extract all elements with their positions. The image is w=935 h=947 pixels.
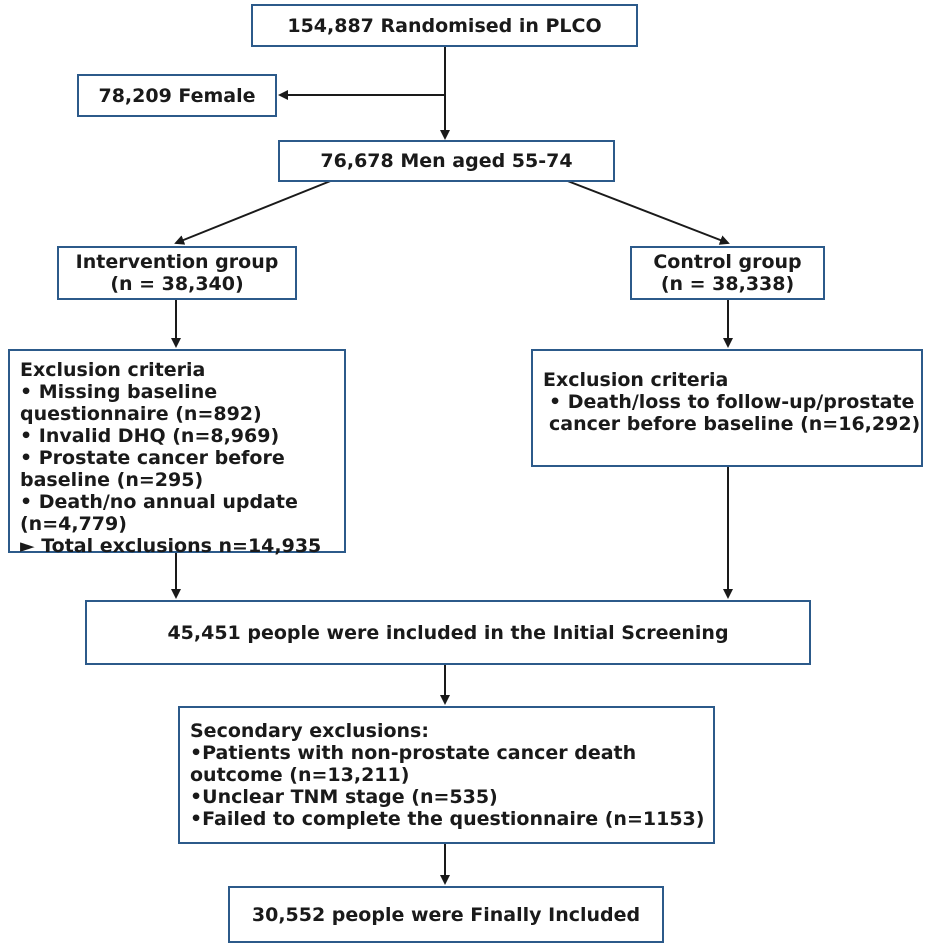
arrow-men-to-control <box>564 179 730 245</box>
control-exclusion-line: Exclusion criteria <box>543 369 729 391</box>
secondary-exclusion-line: •Failed to complete the questionnaire (n… <box>190 808 705 830</box>
control-box: Control group (n = 38,338) <box>630 246 825 300</box>
secondary-exclusion-line: •Patients with non-prostate cancer death <box>190 742 637 764</box>
intervention-exclusion-line: • Prostate cancer before <box>20 447 285 469</box>
initial-screening-box: 45,451 people were included in the Initi… <box>85 600 811 665</box>
randomised-label: 154,887 Randomised in PLCO <box>287 14 602 37</box>
intervention-exclusion-line: questionnaire (n=892) <box>20 403 262 425</box>
intervention-exclusion-line: • Missing baseline <box>20 381 218 403</box>
intervention-box: Intervention group (n = 38,340) <box>57 246 297 300</box>
arrow-men-to-intervention <box>174 179 334 245</box>
men-box: 76,678 Men aged 55-74 <box>278 140 615 182</box>
intervention-exclusion-line: Exclusion criteria <box>20 359 206 381</box>
control-n: (n = 38,338) <box>660 273 795 295</box>
secondary-exclusion-line: Secondary exclusions: <box>190 720 429 742</box>
control-title: Control group <box>653 251 802 273</box>
men-label: 76,678 Men aged 55-74 <box>320 150 573 172</box>
intervention-title: Intervention group <box>75 251 279 273</box>
secondary-exclusion-line: •Unclear TNM stage (n=535) <box>190 786 498 808</box>
female-box: 78,209 Female <box>77 74 277 117</box>
secondary-exclusion-box: Secondary exclusions: •Patients with non… <box>178 706 715 844</box>
intervention-exclusion-line: • Death/no annual update <box>20 491 298 513</box>
intervention-exclusion-line: • Invalid DHQ (n=8,969) <box>20 425 280 447</box>
female-label: 78,209 Female <box>98 84 256 107</box>
intervention-n: (n = 38,340) <box>110 273 244 295</box>
control-exclusion-box: Exclusion criteria • Death/loss to follo… <box>531 349 923 467</box>
intervention-exclusion-box: Exclusion criteria • Missing baseline qu… <box>8 349 346 557</box>
intervention-exclusion-line: baseline (n=295) <box>20 469 204 491</box>
final-label: 30,552 people were Finally Included <box>251 903 641 926</box>
control-exclusion-line: cancer before baseline (n=16,292) <box>549 413 921 435</box>
intervention-exclusion-line: (n=4,779) <box>20 513 127 535</box>
final-box: 30,552 people were Finally Included <box>228 886 664 943</box>
secondary-exclusion-line: outcome (n=13,211) <box>190 764 410 786</box>
intervention-exclusion-total: ► Total exclusions n=14,935 <box>20 535 322 557</box>
randomised-box: 154,887 Randomised in PLCO <box>251 4 638 47</box>
control-exclusion-line: • Death/loss to follow-up/prostate <box>549 391 915 413</box>
initial-screening-label: 45,451 people were included in the Initi… <box>167 621 729 644</box>
